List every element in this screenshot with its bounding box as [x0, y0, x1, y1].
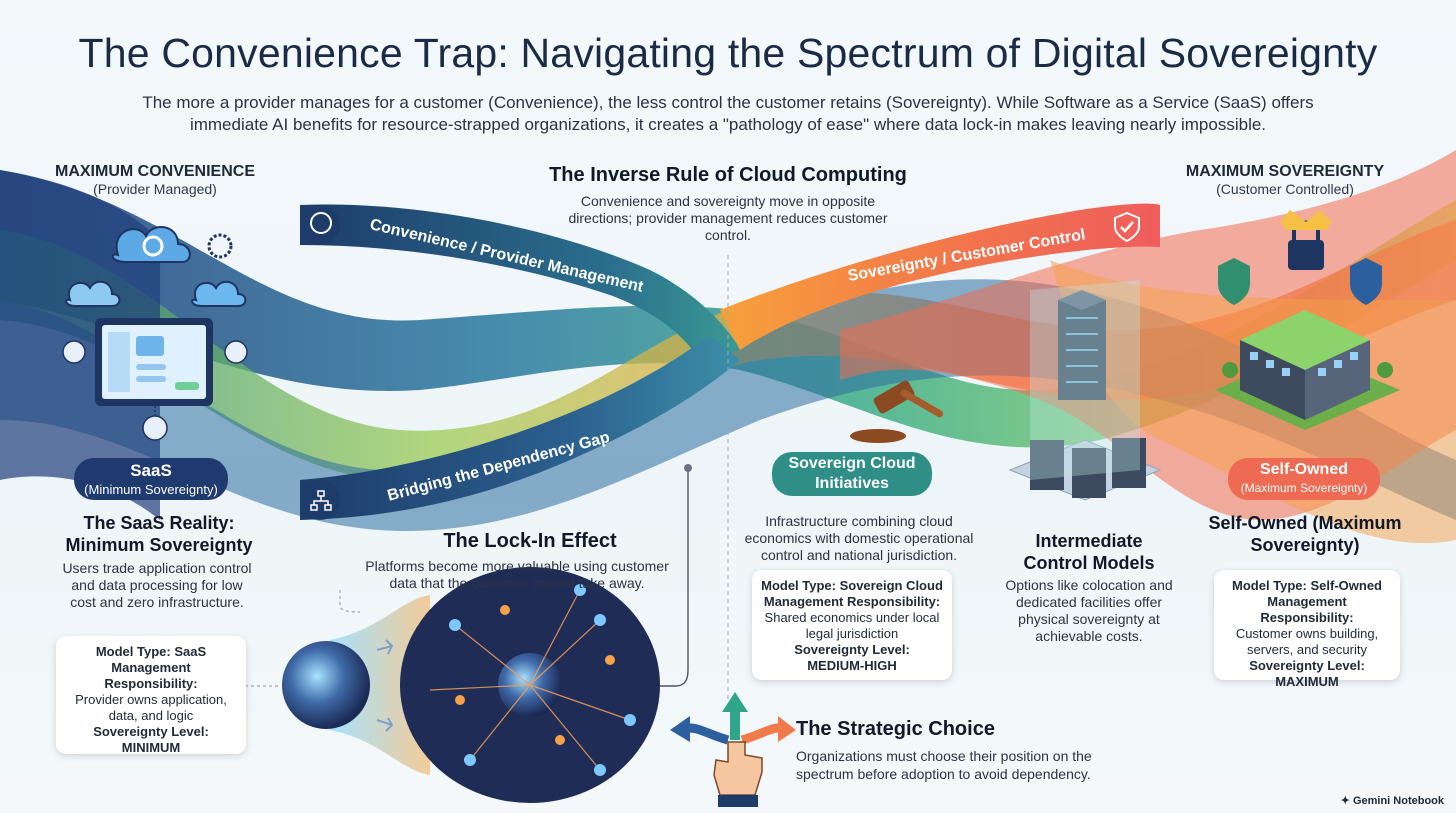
so-level-value: MAXIMUM [1275, 674, 1339, 689]
page-title: The Convenience Trap: Navigating the Spe… [78, 30, 1378, 76]
saas-level-value: MINIMUM [121, 740, 181, 755]
lockin-illustration [282, 567, 660, 803]
saas-mgmt-label: Management Responsibility: [104, 660, 198, 691]
left-header-sub: (Provider Managed) [93, 181, 217, 197]
hierarchy-icon [310, 490, 332, 512]
band-gap [300, 335, 740, 520]
sovereign-cloud-text: Infrastructure combining cloud economics… [744, 513, 974, 563]
sc-mgmt-value: Shared economics under local legal juris… [764, 610, 940, 641]
strategic-title: The Strategic Choice [796, 718, 995, 740]
saas-heading: The SaaS Reality: Minimum Sovereignty [65, 513, 253, 555]
saas-mgmt-value: Provider owns application, data, and log… [75, 692, 227, 723]
brand-logo: ✦ Gemini Notebook [1341, 794, 1444, 807]
intermediate-text: Options like colocation and dedicated fa… [1005, 577, 1173, 644]
self-owned-pill-sub: (Maximum Sovereignty) [1240, 481, 1368, 495]
shield-check-icon [1114, 211, 1140, 243]
page-subtitle: The more a provider manages for a custom… [142, 93, 1314, 134]
self-owned-pill-title: Self-Owned [1259, 461, 1348, 478]
strategic-text: Organizations must choose their position… [796, 748, 1092, 782]
so-mgmt-value: Customer owns building, servers, and sec… [1235, 626, 1379, 657]
self-owned-pill: Self-Owned (Maximum Sovereignty) [1228, 458, 1380, 500]
saas-text: Users trade application control and data… [62, 560, 252, 610]
strategic-block: The Strategic Choice Organizations must … [796, 718, 1116, 783]
building-illustration [1215, 210, 1400, 430]
saas-level-label: Sovereignty Level: [93, 724, 209, 739]
lockin-title: The Lock-In Effect [443, 530, 617, 552]
so-model-type: Model Type: Self-Owned [1232, 578, 1382, 593]
sovereign-cloud-pill-title: Sovereign Cloud Initiatives [788, 455, 916, 492]
strategic-choice-illustration [670, 692, 796, 807]
left-header: MAXIMUM CONVENIENCE (Provider Managed) [40, 163, 270, 197]
sc-level-value: MEDIUM-HIGH [807, 658, 897, 673]
self-owned-card: Model Type: Self-Owned Management Respon… [1214, 570, 1400, 689]
brand-label: Gemini Notebook [1352, 795, 1444, 807]
sc-level-label: Sovereignty Level: [794, 642, 910, 657]
sovereign-cloud-pill: Sovereign Cloud Initiatives [772, 452, 932, 496]
saas-pill-sub: (Minimum Sovereignty) [84, 482, 218, 497]
self-owned-heading: Self-Owned (Maximum Sovereignty) [1208, 513, 1402, 555]
left-header-title: MAXIMUM CONVENIENCE [54, 163, 255, 180]
right-header-title: MAXIMUM SOVEREIGNTY [1185, 163, 1385, 180]
inverse-rule-text: Convenience and sovereignty move in oppo… [568, 193, 888, 243]
intermediate-title: Intermediate Control Models [1023, 531, 1155, 573]
gear-hand-icon [310, 212, 332, 234]
server-illustration [1008, 280, 1162, 501]
so-mgmt-label: Management Responsibility: [1260, 594, 1354, 625]
sc-mgmt-label: Management Responsibility: [763, 594, 941, 609]
sparkle-icon: ✦ [1340, 795, 1350, 807]
lockin-text: Platforms become more valuable using cus… [365, 558, 669, 591]
so-level-label: Sovereignty Level: [1249, 658, 1365, 673]
sc-model-type: Model Type: Sovereign Cloud [761, 578, 943, 593]
gavel-illustration [850, 380, 944, 443]
saas-pill: SaaS (Minimum Sovereignty) [74, 458, 228, 500]
band-sovereignty [720, 203, 1160, 350]
saas-pill-title: SaaS [130, 461, 172, 480]
inverse-rule-block: The Inverse Rule of Cloud Computing Conv… [520, 164, 936, 244]
inverse-rule-title: The Inverse Rule of Cloud Computing [549, 164, 907, 186]
right-header-sub: (Customer Controlled) [1216, 181, 1354, 197]
band-convenience [300, 204, 740, 360]
saas-card: Model Type: SaaS Management Responsibili… [56, 636, 246, 755]
sovereign-cloud-card: Model Type: Sovereign Cloud Management R… [752, 570, 952, 680]
right-header: MAXIMUM SOVEREIGNTY (Customer Controlled… [1170, 163, 1400, 197]
saas-illustration [62, 226, 248, 441]
saas-model-type: Model Type: SaaS [95, 644, 207, 659]
